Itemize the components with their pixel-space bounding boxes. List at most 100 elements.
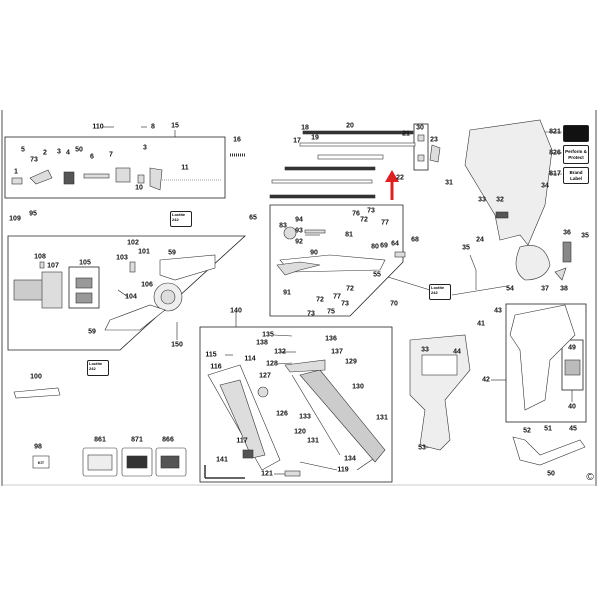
part-number-callout: 20 (346, 122, 354, 130)
perform-protect-tag: Perform & Protect (563, 145, 589, 164)
part-number-callout: 22 (396, 174, 404, 182)
part-number-callout: 72 (360, 216, 368, 224)
group-box-30 (413, 123, 429, 171)
group-box-42 (505, 303, 587, 423)
part-number-callout: 77 (381, 219, 389, 227)
part-number-callout: 6 (90, 153, 94, 161)
group-box-15 (4, 136, 226, 199)
part-number-callout: 5 (21, 146, 25, 154)
part-number-callout: 40 (568, 403, 576, 411)
part-number-callout: 861 (94, 436, 106, 444)
part-number-callout: 95 (29, 210, 37, 218)
part-number-callout: 42 (482, 376, 490, 384)
part-number-callout: 117 (236, 437, 248, 445)
label-821-tag (563, 125, 589, 142)
part-number-callout: 7 (109, 151, 113, 159)
part-number-callout: 18 (301, 124, 309, 132)
part-number-callout: 53 (418, 444, 426, 452)
part-number-callout: 30 (416, 124, 424, 132)
part-number-callout: 3 (143, 144, 147, 152)
part-number-callout: 106 (141, 281, 153, 289)
part-number-callout: 49 (568, 344, 576, 352)
loctite-label: Loctite (89, 361, 103, 366)
part-number-callout: 36 (563, 229, 571, 237)
part-number-callout: 72 (316, 296, 324, 304)
part-number-callout: 116 (210, 363, 222, 371)
part-number-callout: 21 (402, 130, 410, 138)
part-number-callout: 101 (138, 248, 150, 256)
part-number-callout: 104 (125, 293, 137, 301)
part-number-callout: 137 (331, 348, 343, 356)
part-number-callout: 31 (445, 179, 453, 187)
part-number-callout: 105 (79, 259, 91, 267)
part-number-callout: 127 (259, 372, 271, 380)
part-number-callout: 34 (541, 182, 549, 190)
part-number-callout: 817 (549, 170, 561, 178)
part-number-callout: 107 (47, 262, 59, 270)
part-number-callout: 128 (266, 360, 278, 368)
red-arrow-indicator (385, 170, 399, 200)
part-number-callout: 119 (337, 466, 349, 474)
part-number-callout: 52 (523, 427, 531, 435)
part-number-callout: 821 (549, 128, 561, 136)
part-number-callout: 35 (462, 244, 470, 252)
part-number-callout: 826 (549, 149, 561, 157)
part-number-callout: 871 (131, 436, 143, 444)
part-number-callout: 109 (9, 215, 21, 223)
part-number-callout: 120 (294, 428, 306, 436)
part-number-callout: 15 (171, 122, 179, 130)
part-number-callout: 80 (371, 243, 379, 251)
part-number-callout: 76 (352, 210, 360, 218)
part-number-callout: 100 (30, 373, 42, 381)
loctite-grade: 242 (89, 365, 96, 371)
part-number-callout: 19 (311, 134, 319, 142)
part-number-callout: 114 (244, 355, 256, 363)
part-number-callout: 115 (205, 351, 217, 359)
part-number-callout: 77 (333, 293, 341, 301)
part-number-callout: 10 (135, 184, 143, 192)
part-number-callout: 55 (373, 271, 381, 279)
part-number-callout: 130 (352, 383, 364, 391)
part-number-callout: 73 (30, 156, 38, 164)
group-box-140 (199, 326, 393, 483)
part-number-callout: 59 (168, 249, 176, 257)
part-number-callout: 45 (569, 425, 577, 433)
part-number-callout: 94 (295, 216, 303, 224)
part-number-callout: 23 (430, 136, 438, 144)
part-number-callout: 138 (256, 339, 268, 347)
part-number-callout: 1 (14, 168, 18, 176)
part-number-callout: 33 (421, 346, 429, 354)
part-number-callout: 51 (544, 425, 552, 433)
part-number-callout: 141 (216, 456, 228, 464)
loctite-grade: 242 (172, 216, 179, 222)
part-number-callout: 98 (34, 443, 42, 451)
part-number-callout: 4 (66, 149, 70, 157)
part-number-callout: 133 (299, 413, 311, 421)
group-box-40 (561, 339, 584, 391)
part-number-callout: 43 (494, 307, 502, 315)
part-number-callout: 50 (75, 146, 83, 154)
part-number-callout: 16 (233, 136, 241, 144)
part-number-callout: 132 (274, 348, 286, 356)
part-number-callout: 135 (262, 331, 274, 339)
part-number-callout: 83 (279, 222, 287, 230)
part-number-callout: 3 (57, 148, 61, 156)
part-number-callout: 134 (344, 455, 356, 463)
group-box-150 (7, 235, 247, 351)
part-number-callout: 131 (307, 437, 319, 445)
brand-label-tag: Brand Label (563, 167, 589, 184)
part-number-callout: 866 (162, 436, 174, 444)
part-number-callout: 37 (541, 285, 549, 293)
part-number-callout: 72 (346, 285, 354, 293)
loctite-grade: 242 (431, 289, 438, 295)
part-number-callout: 54 (506, 285, 514, 293)
loctite-label: Loctite (172, 212, 186, 217)
part-number-callout: 126 (276, 410, 288, 418)
part-number-callout: 59 (88, 328, 96, 336)
part-number-callout: 108 (34, 253, 46, 261)
part-number-callout: 11 (181, 164, 189, 172)
part-number-callout: 92 (295, 238, 303, 246)
